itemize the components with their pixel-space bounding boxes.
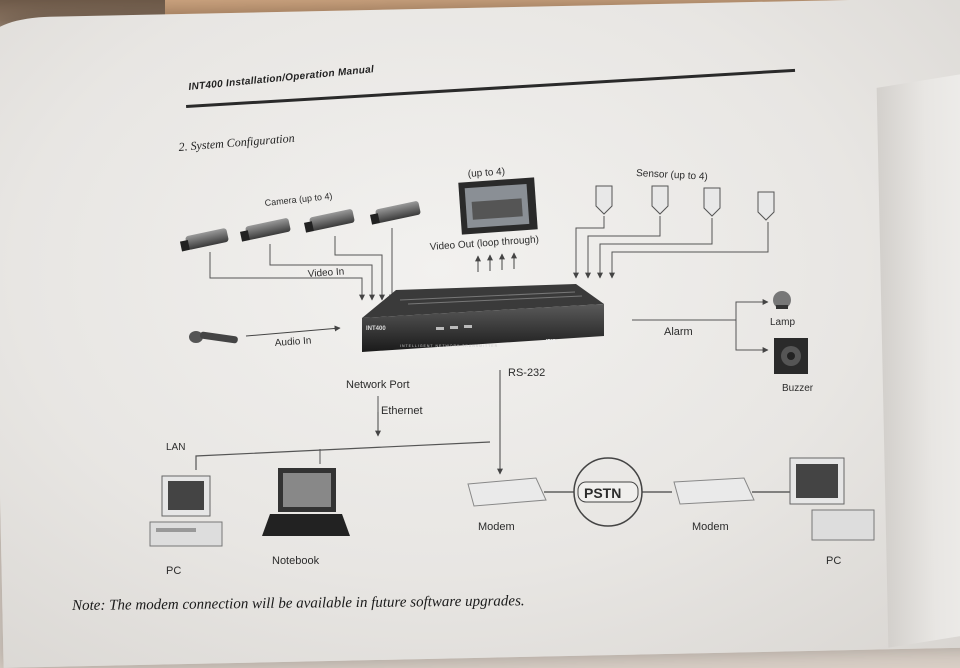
pc-left-label: PC: [166, 565, 181, 577]
pc-icon-right: [789, 457, 875, 541]
modem-icon-left: [467, 477, 547, 507]
sensor-icon-4: [757, 191, 775, 221]
camera-label: Camera (up to 4): [264, 191, 333, 208]
modem-right-label: Modem: [692, 521, 729, 533]
buzzer-label: Buzzer: [782, 383, 814, 394]
buzzer-icon: [774, 338, 808, 374]
pstn-pill: [577, 481, 639, 503]
microphone-icon: [189, 331, 238, 344]
sensor-icon-1: [595, 185, 613, 215]
video-in-lines: [209, 228, 395, 301]
pc-right-label: PC: [826, 555, 841, 567]
camera-icon-4: [369, 201, 421, 225]
monitor-icon: [458, 177, 538, 235]
camera-icon-1: [179, 228, 229, 252]
device-caption: INTELLIGENT NETWORK TRANSMITTER: [400, 344, 498, 348]
lan-line: [195, 441, 491, 470]
sensor-icon-2: [651, 185, 669, 215]
video-out-label: Video Out (loop through): [429, 234, 539, 253]
notebook-icon: [262, 468, 350, 536]
lan-label: LAN: [166, 442, 185, 453]
video-out-arrows: [475, 252, 517, 272]
modem-icon-right: [673, 477, 755, 505]
lamp-label: Lamp: [770, 317, 795, 328]
alarm-label: Alarm: [664, 326, 693, 338]
sensor-lines: [573, 216, 769, 279]
modem-left-label: Modem: [478, 521, 515, 533]
rs232-label: RS-232: [508, 367, 545, 379]
alarm-lines: [632, 299, 769, 353]
video-in-label: Video In: [307, 266, 344, 280]
audio-in-label: Audio In: [274, 335, 311, 349]
lamp-icon: [773, 291, 791, 309]
monitor-label: (up to 4): [467, 166, 505, 180]
pstn-label: PSTN: [584, 485, 621, 501]
camera-icon-2: [239, 218, 291, 242]
notebook-label: Notebook: [272, 555, 320, 567]
device-maker: IDIS: [546, 339, 556, 345]
camera-icon-3: [303, 209, 355, 233]
pc-icon-left: [149, 475, 223, 547]
audio-in-arrow: [245, 325, 341, 337]
sensor-label: Sensor (up to 4): [636, 168, 708, 183]
device-brand: INT400: [366, 326, 386, 332]
ethernet-label: Ethernet: [381, 405, 423, 417]
sensor-icon-3: [703, 187, 721, 217]
system-configuration-diagram: Camera (up to 4) Video In (up to 4) Vide…: [149, 166, 875, 577]
int400-device: INT400 INTELLIGENT NETWORK TRANSMITTER I…: [362, 284, 604, 352]
network-port-label: Network Port: [346, 379, 410, 391]
